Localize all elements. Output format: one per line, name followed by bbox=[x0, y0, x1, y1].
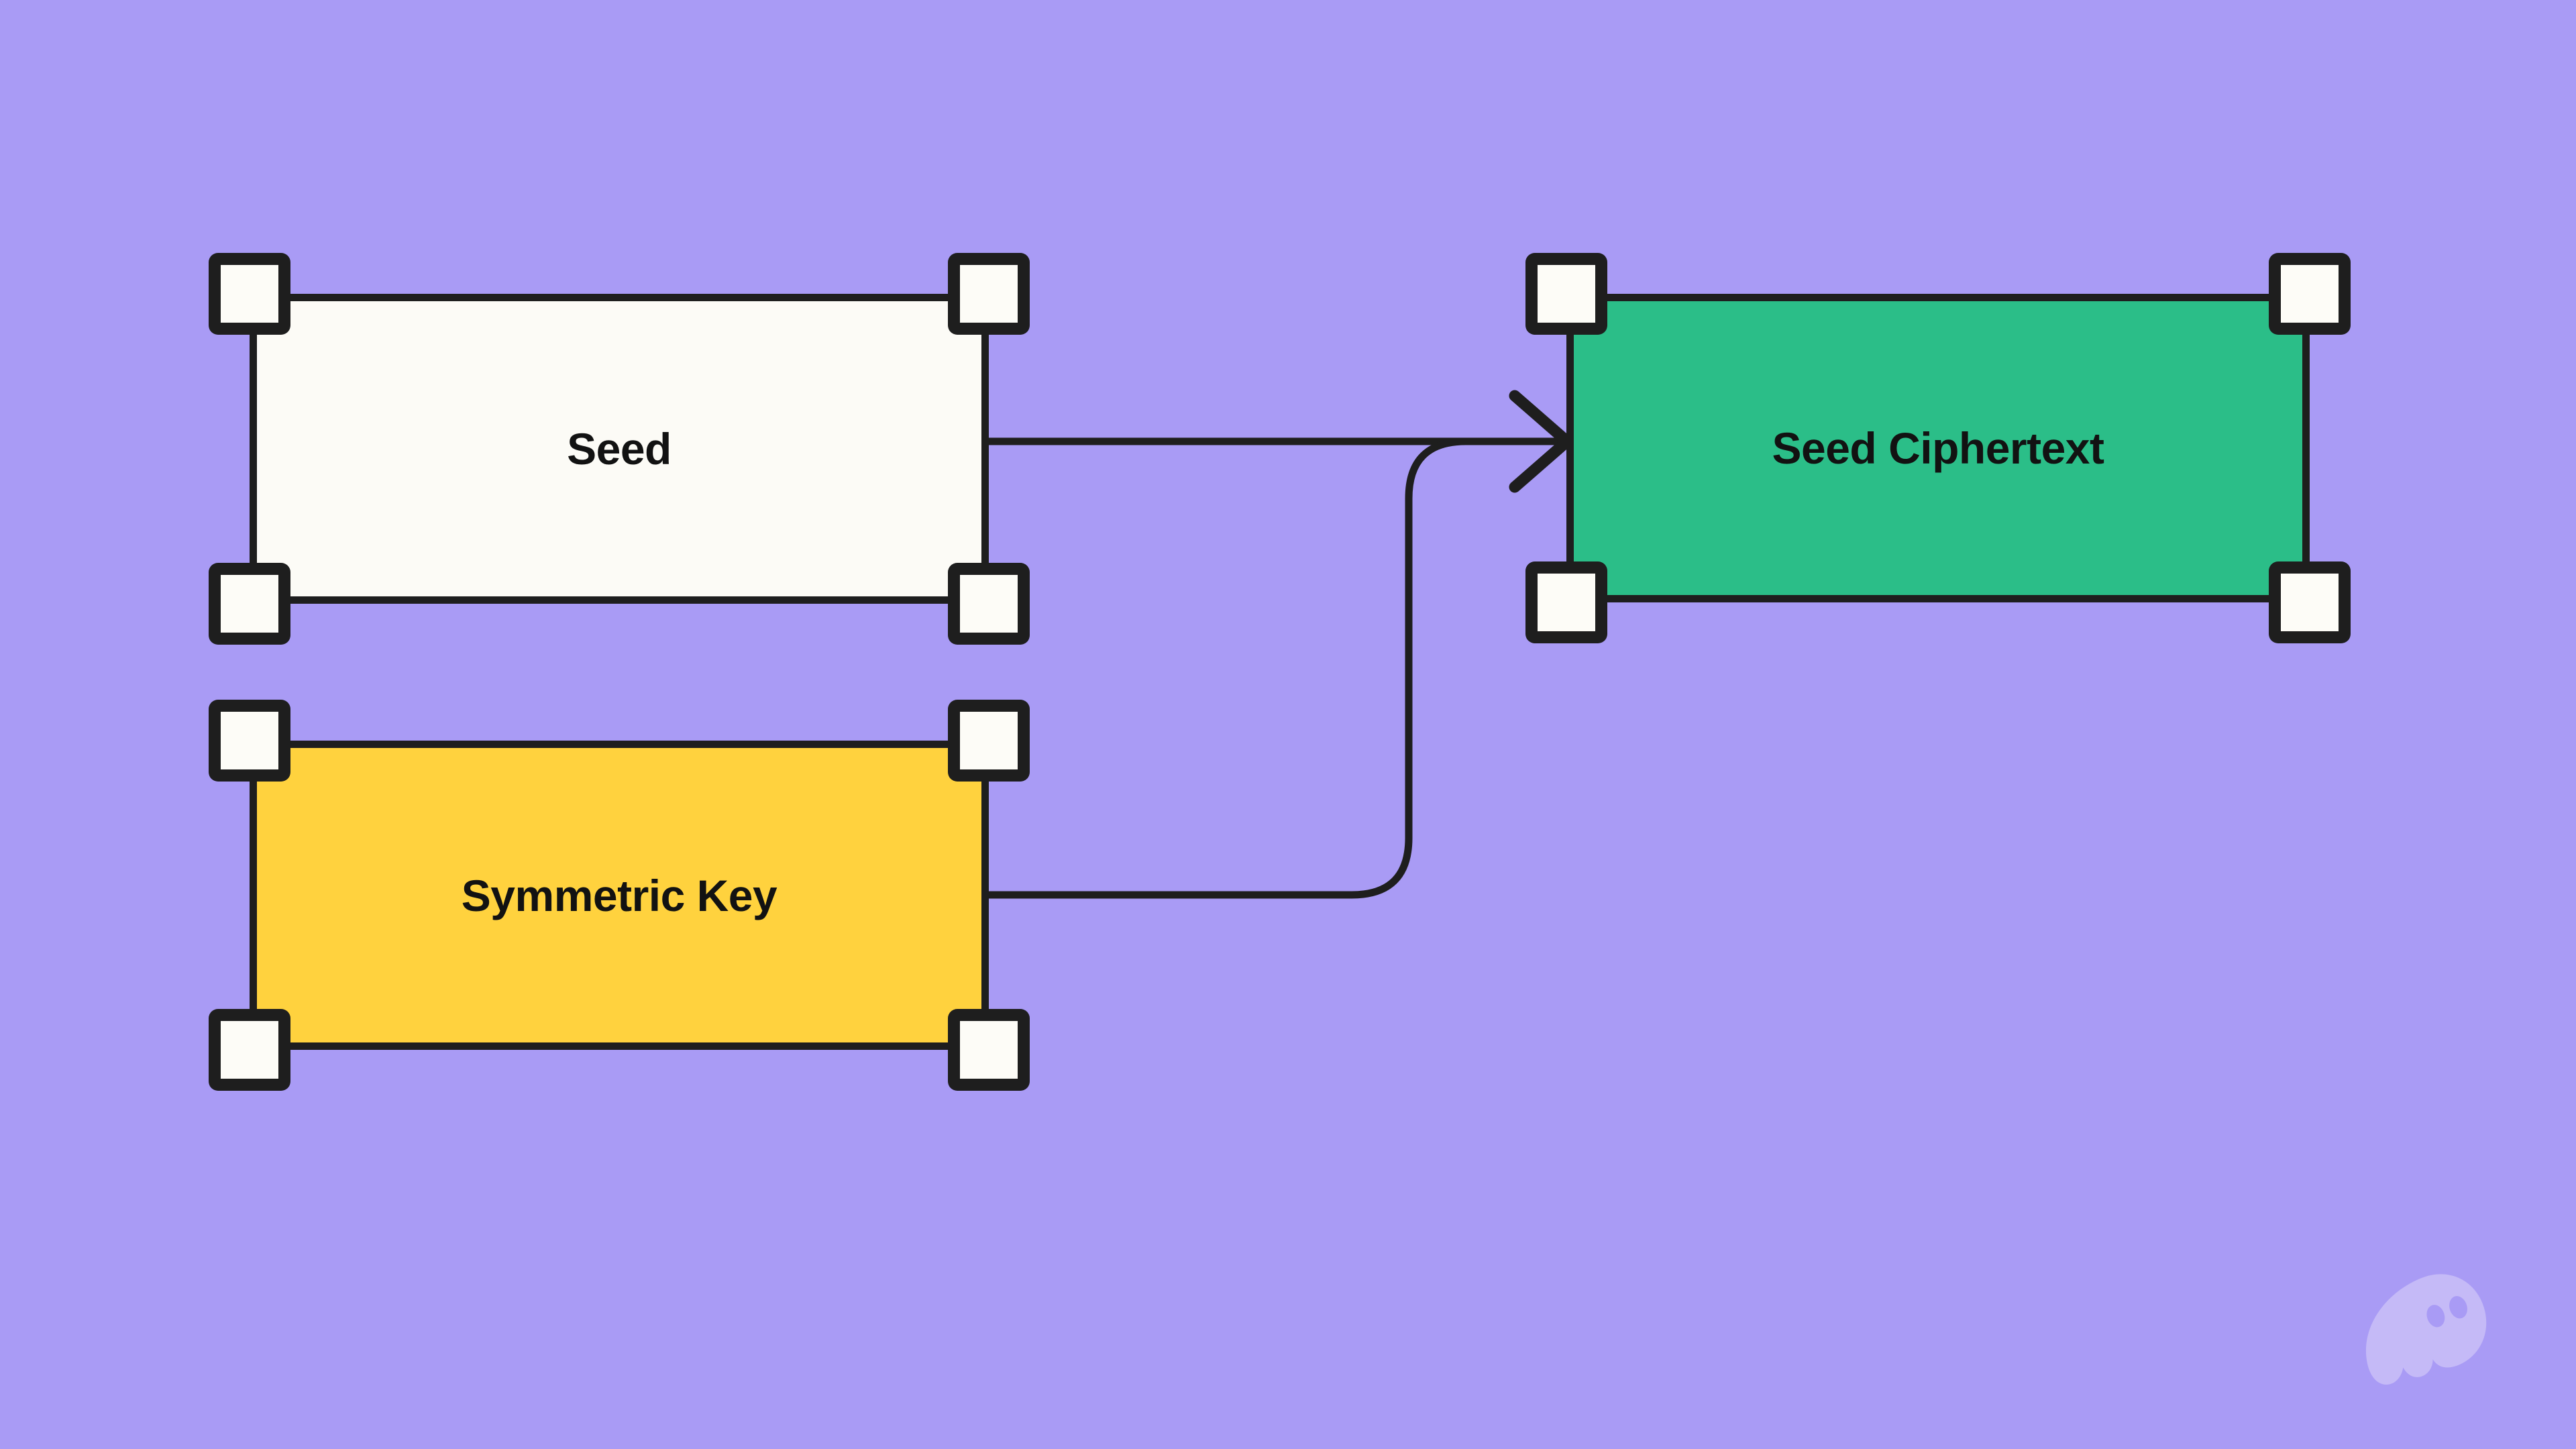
node-symmetric-key[interactable]: Symmetric Key bbox=[250, 741, 989, 1050]
resize-handle-seed-top-right[interactable] bbox=[948, 253, 1030, 335]
resize-handle-seed-ciphertext-top-left[interactable] bbox=[1525, 253, 1607, 335]
resize-handle-seed-ciphertext-bottom-right[interactable] bbox=[2269, 561, 2351, 643]
resize-handle-seed-bottom-left[interactable] bbox=[209, 563, 290, 645]
resize-handle-seed-ciphertext-top-right[interactable] bbox=[2269, 253, 2351, 335]
node-seed-ciphertext-label: Seed Ciphertext bbox=[1772, 423, 2104, 473]
resize-handle-symmetric-key-bottom-left[interactable] bbox=[209, 1009, 290, 1091]
resize-handle-symmetric-key-top-right[interactable] bbox=[948, 700, 1030, 782]
resize-handle-seed-bottom-right[interactable] bbox=[948, 563, 1030, 645]
node-seed-label: Seed bbox=[567, 424, 672, 474]
ghost-icon bbox=[2365, 1274, 2487, 1385]
edge-key-to-ciphertext[interactable] bbox=[989, 437, 1568, 899]
resize-handle-symmetric-key-bottom-right[interactable] bbox=[948, 1009, 1030, 1091]
node-seed-ciphertext[interactable]: Seed Ciphertext bbox=[1566, 294, 2310, 602]
edge-line bbox=[989, 437, 1568, 899]
resize-handle-seed-top-left[interactable] bbox=[209, 253, 290, 335]
node-seed[interactable]: Seed bbox=[250, 294, 989, 604]
node-symmetric-key-label: Symmetric Key bbox=[461, 870, 777, 920]
resize-handle-seed-ciphertext-bottom-left[interactable] bbox=[1525, 561, 1607, 643]
resize-handle-symmetric-key-top-left[interactable] bbox=[209, 700, 290, 782]
